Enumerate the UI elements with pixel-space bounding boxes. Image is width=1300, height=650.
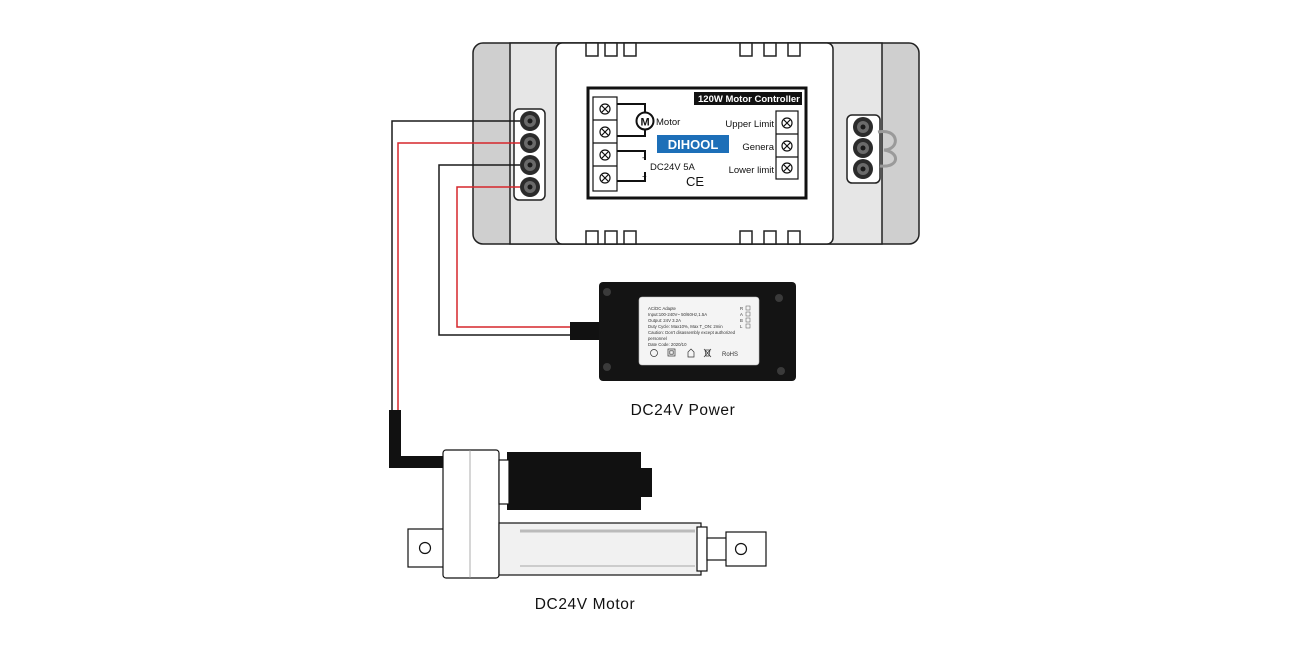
indoor-use-icon [687, 348, 695, 358]
general-label: Genera [742, 142, 774, 153]
adapter-label-sticker [638, 296, 760, 366]
label-right-terminals [775, 110, 799, 180]
motor-wire-black [391, 120, 520, 410]
controller-title: 120W Motor Controller [698, 94, 800, 105]
adapter-screw-br [777, 367, 785, 375]
adapter-line-6: personnel [648, 336, 667, 341]
brand-badge [657, 135, 729, 153]
adapter-label-text: AC/DC Adapte Input:100-240V~ 50/60Hz,1.5… [648, 306, 736, 347]
motor-controller: 120W Motor Controller M Motor - + DC24V … [472, 42, 920, 245]
rear-mount-hole [418, 541, 432, 555]
actuator-extension-rod [706, 537, 728, 561]
left-terminal-block [513, 108, 546, 201]
adapter-line-2: Input:100-240V~ 50/60Hz,1.5A [648, 312, 707, 317]
motor-wire-red [397, 142, 520, 410]
status-letter-l: L [740, 324, 743, 329]
actuator-cable-vertical [389, 410, 401, 468]
adapter-line-3: Output: 24V 3.2A [648, 318, 681, 323]
adapter-line-4: Duty Cycle: Max10%, Max T_ON: 2min [648, 324, 723, 329]
right-wire-loop [877, 130, 897, 168]
brand-name: DIHOOL [668, 137, 719, 152]
label-motor-wires [617, 103, 646, 137]
status-letter-b: B [740, 318, 743, 323]
power-wire-red [456, 186, 575, 328]
wiring [391, 120, 575, 410]
power-wire-black [438, 164, 575, 336]
motor-label: Motor [656, 117, 680, 128]
status-letter-r: R [740, 306, 743, 311]
motor-end-cap [641, 468, 652, 497]
motor-symbol-letter: M [641, 117, 650, 129]
adapter-screw-bl [603, 363, 611, 371]
label-supply-wires [617, 150, 646, 182]
adapter-line-5: Caution: Don't disassembly except author… [648, 330, 736, 335]
motor-neck [498, 459, 510, 505]
adapter-line-1: AC/DC Adapte [648, 306, 677, 311]
label-right-terminal-icons [776, 117, 798, 174]
adapter-screw-tl [603, 288, 611, 296]
label-left-terminals [592, 96, 618, 192]
front-mount-hole [734, 542, 748, 556]
motor-symbol-icon [635, 111, 655, 131]
power-adapter: AC/DC Adapte Input:100-240V~ 50/60Hz,1.5… [570, 282, 796, 381]
adapter-line-7: Date Code: 2020/10 [648, 342, 687, 347]
efficiency-icon [650, 349, 658, 357]
top-vents [585, 42, 801, 57]
weee-bin-icon [703, 348, 712, 358]
rohs-mark: RoHS [722, 352, 738, 358]
supply-label: DC24V 5A [650, 162, 696, 173]
adapter-screw-tr [775, 294, 783, 302]
supply-minus: - [642, 153, 645, 162]
actuator-cable-horizontal [389, 456, 457, 468]
linear-actuator [389, 410, 767, 579]
power-caption: DC24V Power [631, 402, 736, 419]
supply-plus: + [642, 172, 647, 181]
left-terminal-screws [520, 111, 540, 197]
label-left-terminal-icons [593, 103, 617, 184]
double-insulation-icon [667, 348, 676, 357]
tube-end-collar [696, 526, 708, 572]
adapter-cert-icons [650, 348, 712, 358]
right-terminal-screws [853, 117, 873, 179]
adapter-status-letters: R A B L [740, 306, 743, 329]
actuator-gearbox [442, 449, 500, 579]
status-letter-a: A [740, 312, 743, 317]
adapter-cable-stub [570, 322, 600, 340]
bottom-vents [585, 230, 801, 245]
adapter-status-boxes [745, 305, 751, 329]
actuator-motor-can [507, 452, 641, 510]
upper-limit-label: Upper Limit [725, 119, 774, 130]
double-insulation-inner-icon [669, 350, 674, 355]
ce-mark: CE [686, 174, 704, 189]
controller-title-bar [694, 92, 802, 105]
lower-limit-label: Lower limit [729, 165, 775, 176]
motor-caption: DC24V Motor [535, 596, 636, 613]
